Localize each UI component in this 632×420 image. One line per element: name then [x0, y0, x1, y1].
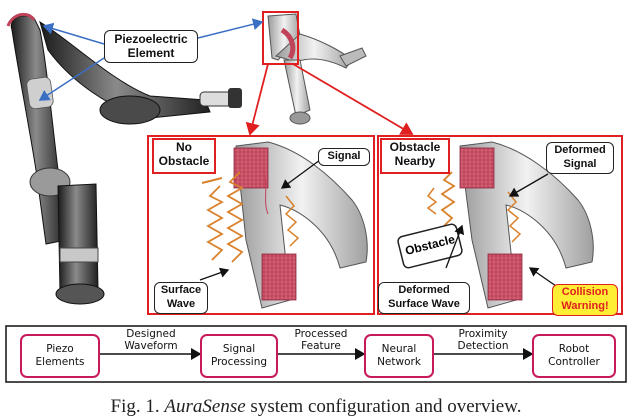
arm-closeup-right [459, 141, 594, 309]
robot-controller-line-1: Robot [558, 343, 590, 355]
piezo-arrow-3 [197, 18, 264, 39]
obstacle-box [397, 223, 463, 269]
signal-callout: Signal [318, 148, 370, 166]
signal-label: Signal [327, 150, 361, 162]
piezo-arrow-2 [38, 57, 105, 101]
arm-closeup-left [233, 141, 368, 309]
piezo-patch-top-left [233, 147, 269, 189]
designed-waveform-label: Designed Waveform [106, 328, 196, 352]
surface-wave-line-1: Surface [160, 284, 202, 296]
piezo-element-callout: Piezoelectric Element [104, 30, 198, 63]
piezo-element-label-2: Element [127, 46, 175, 60]
processed-feature-line-2: Feature [301, 340, 341, 352]
no-obstacle-line-2: Obstacle [158, 154, 210, 168]
piezo-zoom-box [262, 11, 299, 65]
deformed-surface-wave-arrow [445, 224, 465, 269]
collision-warning-line-1: Collision [561, 286, 609, 298]
deformed-signal-arrow [508, 173, 549, 197]
signal-processing-line-2: Processing [210, 356, 268, 368]
surface-wave-arrow [199, 267, 230, 281]
deformed-signal-line-1: Deformed [554, 144, 606, 156]
caption-suffix: system configuration and overview. [250, 396, 522, 417]
piezo-patch-top-right [459, 147, 495, 189]
deformed-signal-callout: Deformed Signal [546, 142, 614, 174]
deformed-surface-wave [440, 171, 456, 227]
designed-waveform-line-1: Designed [126, 328, 176, 340]
obstacle-nearby-label: Obstacle Nearby [380, 138, 450, 174]
no-obstacle-label: No Obstacle [152, 138, 216, 174]
zoom-arrow-right [292, 63, 414, 135]
no-obstacle-line-1: No [176, 140, 192, 154]
piezo-arrow-1 [42, 22, 105, 45]
robot-arm-small [267, 13, 367, 125]
deformed-surface-wave-line-1: Deformed [398, 284, 450, 296]
caption-system-name: AuraSense [164, 396, 246, 417]
piezo-elements-line-1: Piezo [46, 343, 74, 355]
neural-network-line-2: Network [377, 356, 421, 368]
processed-feature-label: Processed Feature [276, 328, 366, 352]
proximity-detection-line-2: Detection [457, 340, 509, 352]
deformed-surface-wave-line-2: Surface Wave [388, 298, 460, 310]
figure-caption: Fig. 1. AuraSense system configuration a… [0, 396, 632, 418]
neural-network-line-1: Neural [381, 343, 417, 355]
obstacle-nearby-line-2: Nearby [394, 154, 436, 168]
surface-wave-left [226, 171, 244, 263]
surface-wave-callout: Surface Wave [154, 282, 208, 314]
robot-controller-line-2: Controller [548, 356, 600, 368]
collision-warning-arrow [528, 267, 557, 287]
zoom-arrow-left [245, 63, 269, 136]
deformed-surface-wave-callout: Deformed Surface Wave [378, 282, 470, 314]
collision-warning-line-2: Warning! [561, 300, 609, 312]
surface-wave-left-2 [206, 185, 224, 261]
collision-warning-callout: Collision Warning! [552, 284, 618, 316]
deformed-signal-line-2: Signal [563, 158, 597, 170]
obstacle-nearby-line-1: Obstacle [389, 140, 441, 154]
piezo-patch-bottom-right [487, 253, 523, 301]
signal-processing-line-1: Signal [222, 343, 256, 355]
surface-wave-line-2: Wave [166, 298, 196, 310]
signal-arrow [280, 159, 321, 189]
deformed-signal-wave [506, 191, 522, 243]
caption-prefix: Fig. 1. [110, 396, 160, 417]
pipeline-frame [5, 325, 627, 383]
piezo-element-label-1: Piezoelectric [114, 32, 188, 46]
proximity-detection-label: Proximity Detection [438, 328, 528, 352]
piezo-elements-line-2: Elements [35, 356, 85, 368]
signal-wave-left [284, 195, 300, 247]
proximity-detection-line-1: Proximity [458, 328, 508, 340]
piezo-patch-bottom-left [261, 253, 297, 301]
robot-arm-large [6, 12, 242, 305]
designed-waveform-line-2: Waveform [124, 340, 178, 352]
processed-feature-line-1: Processed [294, 328, 348, 340]
